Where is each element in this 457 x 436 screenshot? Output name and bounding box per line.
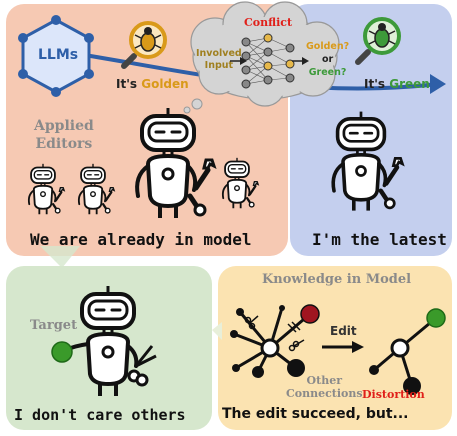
its-golden-text: It's Golden — [116, 77, 189, 91]
question-golden: Golden? — [306, 41, 350, 52]
golden-or-green-label: Golden? or Green? — [306, 40, 349, 79]
edit-arrow-icon — [322, 341, 364, 353]
output-arrow — [292, 57, 309, 65]
involved-input-label: Involved Input — [196, 48, 242, 72]
green-bug-magnifier-icon — [355, 17, 401, 65]
involved-line2: Input — [204, 60, 234, 71]
its-green-prefix: It's — [364, 77, 386, 91]
applied-editors-line2: Editors — [35, 136, 93, 152]
llms-hexagon-icon — [18, 15, 94, 97]
conflict-cloud — [183, 1, 340, 114]
top-left-caption: We are already in model — [30, 230, 252, 249]
target-robot-icon — [64, 286, 157, 396]
its-green-text: It's Green — [364, 77, 430, 91]
neural-network-icon — [241, 33, 295, 89]
other-connections-label: Other Connections — [286, 374, 363, 400]
applied-editors-line1: Applied — [34, 118, 94, 134]
target-label: Target — [30, 318, 78, 333]
other-line2: Connections — [286, 387, 363, 400]
other-line1: Other — [306, 374, 343, 387]
conflict-title: Conflict — [244, 16, 293, 29]
involved-arrow — [230, 57, 247, 65]
golden-bug-magnifier-icon — [121, 21, 167, 69]
question-green: Green? — [308, 67, 347, 78]
applied-editors-label: Applied Editors — [34, 117, 94, 153]
target-node-icon — [51, 341, 73, 363]
top-right-caption: I'm the latest — [312, 230, 447, 249]
its-green-value: Green — [389, 77, 430, 91]
its-golden-prefix: It's — [116, 77, 138, 91]
knowledge-title: Knowledge in Model — [262, 272, 412, 287]
question-or: or — [321, 54, 334, 65]
its-golden-value: Golden — [141, 77, 189, 91]
involved-line1: Involved — [196, 48, 242, 59]
edit-label: Edit — [330, 324, 357, 338]
llms-label: LLMs — [38, 47, 79, 63]
distortion-label: Distortion — [362, 388, 425, 401]
bottom-left-caption: I don't care others — [14, 406, 186, 424]
bottom-right-caption: The edit succeed, but... — [222, 406, 409, 422]
